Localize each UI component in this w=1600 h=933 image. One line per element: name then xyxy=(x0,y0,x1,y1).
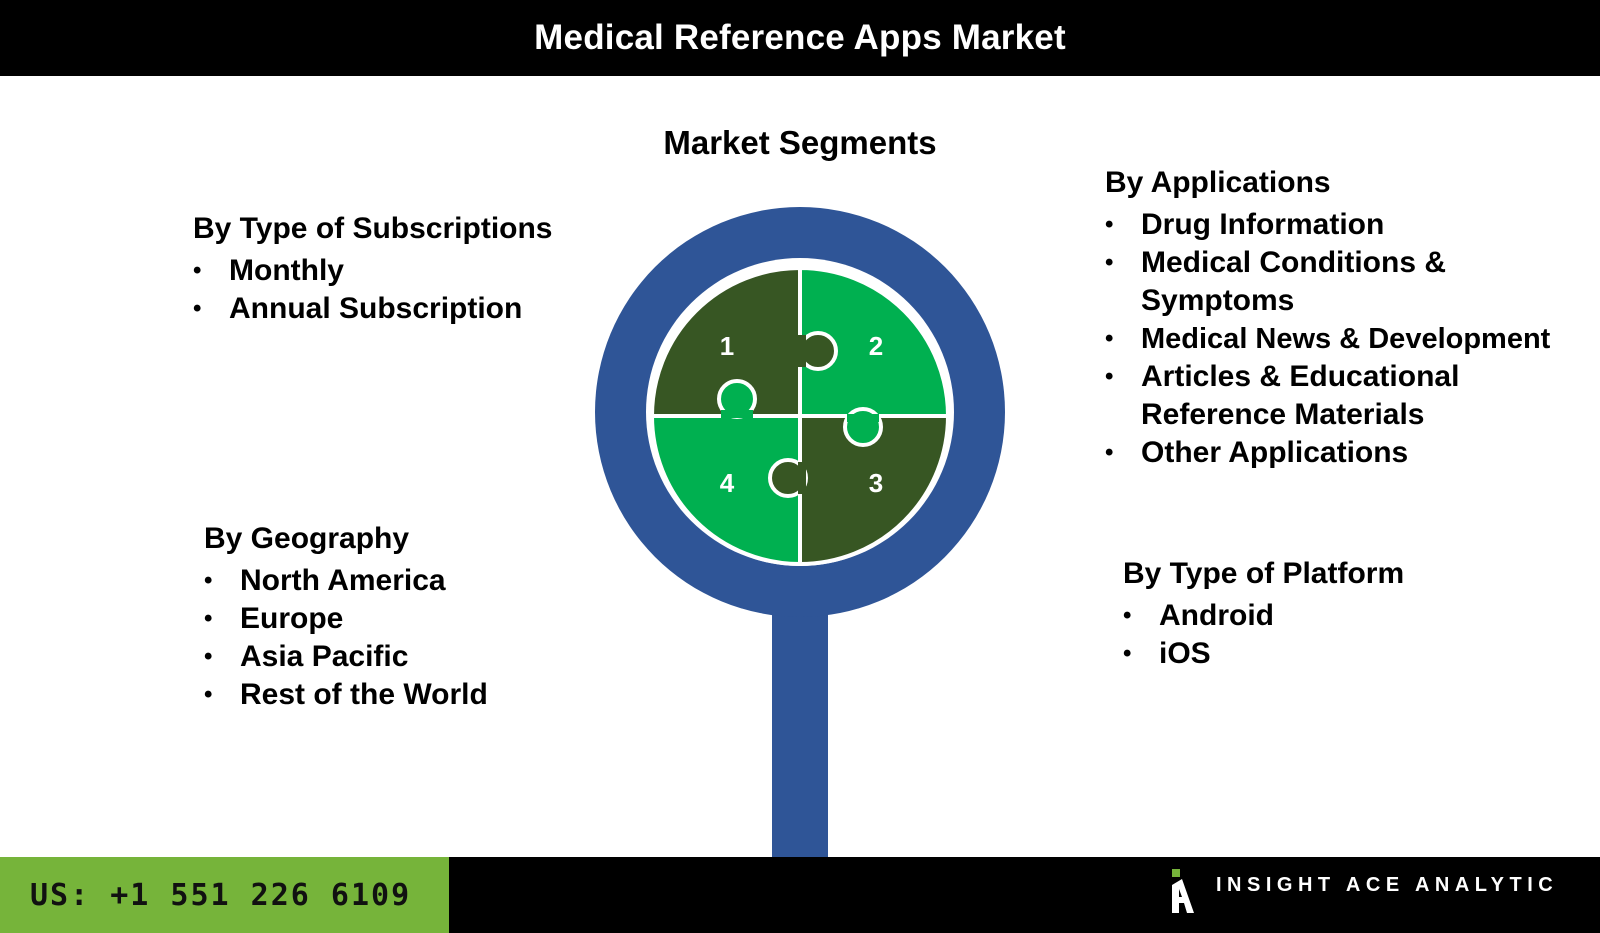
phone-number: US: +1 551 226 6109 xyxy=(30,877,412,913)
list-item: Annual Subscription xyxy=(193,290,553,328)
list-item: Asia Pacific xyxy=(204,638,504,676)
brand-name: INSIGHT ACE ANALYTIC xyxy=(1216,874,1559,896)
puzzle-knob-1-cover xyxy=(798,335,806,367)
segment-platform: By Type of Platform Android iOS xyxy=(1123,555,1404,673)
list-item: North America xyxy=(204,562,504,600)
puzzle-label-2: 2 xyxy=(869,331,883,361)
page-title: Medical Reference Apps Market xyxy=(534,18,1066,57)
diagram-subtitle: Market Segments xyxy=(663,124,937,161)
puzzle-piece-2 xyxy=(798,265,951,418)
insight-ace-logo-icon xyxy=(1172,869,1194,913)
segment-applications: By Applications Drug Information Medical… xyxy=(1105,164,1600,472)
segment-title: By Geography xyxy=(204,522,410,555)
list-item: Medical News & Development xyxy=(1105,320,1600,358)
list-item: Articles & Educational Reference Materia… xyxy=(1105,358,1600,434)
list-item: Drug Information xyxy=(1105,206,1600,244)
list-item: Europe xyxy=(204,600,504,638)
segment-list: North America Europe Asia Pacific Rest o… xyxy=(204,562,504,714)
puzzle-knob-3-cover xyxy=(798,462,806,494)
puzzle-icon: 1 2 3 4 xyxy=(649,265,951,567)
segment-list: Monthly Annual Subscription xyxy=(193,252,553,328)
segment-geography: By Geography North America Europe Asia P… xyxy=(204,520,504,714)
list-item: Rest of the World xyxy=(204,676,504,714)
list-item: Android xyxy=(1123,597,1404,635)
segment-list: Android iOS xyxy=(1123,597,1404,673)
puzzle-label-1: 1 xyxy=(720,331,734,361)
list-item: iOS xyxy=(1123,635,1404,673)
segment-title: By Type of Subscriptions xyxy=(193,212,553,245)
puzzle-piece-1 xyxy=(649,265,802,418)
list-item: Other Applications xyxy=(1105,434,1600,472)
segment-list: Drug Information Medical Conditions & Sy… xyxy=(1105,206,1600,472)
puzzle-label-3: 3 xyxy=(869,468,883,498)
puzzle-knob-2-cover xyxy=(847,414,879,422)
list-item: Medical Conditions & Symptoms xyxy=(1105,244,1600,320)
segment-title: By Applications xyxy=(1105,166,1331,199)
puzzle-label-4: 4 xyxy=(720,468,735,498)
header-bar: Medical Reference Apps Market xyxy=(0,0,1600,76)
magnifier-handle xyxy=(772,600,828,860)
puzzle-piece-4 xyxy=(649,414,802,567)
footer-brand-bar xyxy=(449,857,1600,933)
list-item: Monthly xyxy=(193,252,553,290)
segment-subscriptions: By Type of Subscriptions Monthly Annual … xyxy=(193,210,553,328)
puzzle-piece-3 xyxy=(798,414,951,567)
puzzle-knob-4-cover xyxy=(721,410,753,418)
segment-title: By Type of Platform xyxy=(1123,557,1405,590)
footer-contact: US: +1 551 226 6109 xyxy=(0,857,449,933)
